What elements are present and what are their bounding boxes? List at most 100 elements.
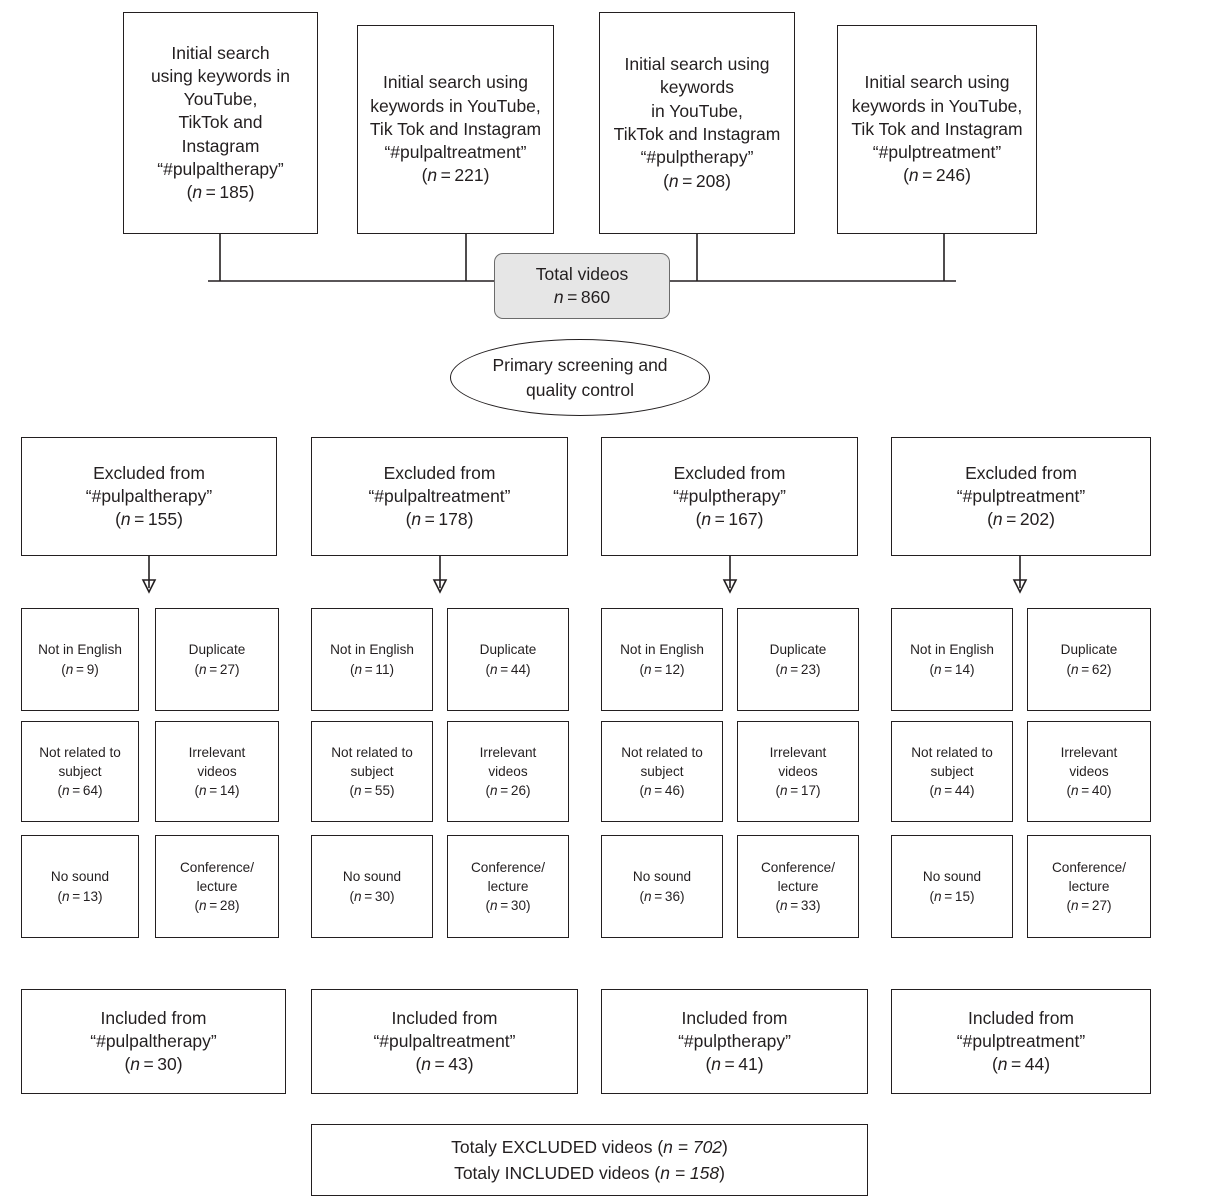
summary-included-suffix: ) (719, 1163, 725, 1183)
included-count: (n = 41) (705, 1054, 764, 1075)
reason-cell: Conference/ lecture (n = 27) (1027, 835, 1151, 938)
source-line: TikTok and (178, 112, 263, 133)
reason-line-1: Irrelevant (769, 744, 827, 760)
reason-line-1: Not in English (620, 642, 704, 658)
reason-line-2: videos (1069, 763, 1109, 779)
reason-cell: Conference/ lecture (n = 28) (155, 835, 279, 938)
reason-cell: Conference/ lecture (n = 33) (737, 835, 859, 938)
source-line: Initial search using (383, 72, 528, 93)
reason-cell: No sound (n = 15) (891, 835, 1013, 938)
reason-count: (n = 40) (1066, 783, 1112, 799)
reason-line-2: subject (350, 763, 394, 779)
reason-line-1: Conference/ (1051, 859, 1127, 875)
reason-line-2: videos (197, 763, 237, 779)
source-line: keywords in YouTube, (370, 95, 541, 116)
excluded-box-pulpaltherapy: Excluded from “#pulpaltherapy” (n = 155) (21, 437, 277, 556)
reason-line-1: Irrelevant (479, 744, 537, 760)
included-count: (n = 30) (124, 1054, 183, 1075)
reason-line-2: subject (58, 763, 102, 779)
reason-line-1: No sound (50, 869, 110, 885)
reason-count: (n = 11) (349, 661, 395, 677)
source-count: (n = 185) (186, 182, 255, 203)
excluded-hashtag: “#pulptherapy” (673, 485, 786, 506)
reason-cell: Not in English (n = 14) (891, 608, 1013, 711)
reason-cell: Irrelevant videos (n = 40) (1027, 721, 1151, 822)
included-title: Included from (391, 1007, 498, 1028)
reason-line-1: Duplicate (188, 642, 246, 658)
reason-line-1: Duplicate (769, 642, 827, 658)
excluded-count: (n = 155) (115, 509, 183, 530)
reason-line-2: lecture (777, 878, 819, 894)
reason-line-1: Not related to (621, 744, 703, 760)
excluded-title: Excluded from (383, 462, 496, 483)
reason-count: (n = 27) (194, 661, 240, 677)
source-count: (n = 208) (663, 170, 731, 191)
excluded-box-pulpaltreatment: Excluded from “#pulpaltreatment” (n = 17… (311, 437, 568, 556)
reason-count: (n = 14) (929, 661, 975, 677)
reason-count: (n = 23) (775, 661, 821, 677)
source-count: (n = 221) (421, 165, 490, 186)
reason-line-1: Conference/ (179, 859, 255, 875)
excluded-title: Excluded from (673, 462, 786, 483)
source-line: Initial search using (624, 54, 770, 75)
reason-cell: No sound (n = 36) (601, 835, 723, 938)
excluded-hashtag: “#pulpaltherapy” (85, 485, 213, 506)
total-videos-count: n = 860 (553, 287, 611, 307)
reason-line-1: No sound (342, 869, 402, 885)
reason-count: (n = 17) (775, 783, 821, 799)
included-title: Included from (100, 1007, 207, 1028)
included-box-pulptreatment: Included from “#pulptreatment” (n = 44) (891, 989, 1151, 1094)
reason-cell: No sound (n = 30) (311, 835, 433, 938)
excluded-hashtag: “#pulpaltreatment” (368, 485, 511, 506)
reason-line-1: Not related to (39, 744, 121, 760)
summary-included-line: Totaly INCLUDED videos (n = 158) (316, 1160, 863, 1186)
summary-excluded-suffix: ) (722, 1136, 728, 1157)
source-box-pulpaltreatment: Initial search using keywords in YouTube… (357, 25, 554, 234)
excluded-title: Excluded from (93, 462, 205, 483)
included-count: (n = 44) (991, 1054, 1051, 1075)
reason-cell: Irrelevant videos (n = 14) (155, 721, 279, 822)
reason-count: (n = 14) (194, 783, 240, 799)
included-hashtag: “#pulptherapy” (678, 1030, 791, 1051)
included-title: Included from (967, 1007, 1075, 1028)
reason-cell: Conference/ lecture (n = 30) (447, 835, 569, 938)
reason-line-2: lecture (487, 878, 529, 894)
reason-cell: Not in English (n = 12) (601, 608, 723, 711)
reason-cell: Not related to subject (n = 55) (311, 721, 433, 822)
reason-cell: Not related to subject (n = 64) (21, 721, 139, 822)
reason-count: (n = 64) (57, 783, 103, 799)
summary-excluded-line: Totaly EXCLUDED videos (n = 702) (316, 1134, 863, 1160)
source-line: in YouTube, (651, 100, 743, 121)
excluded-count: (n = 178) (405, 509, 474, 530)
reason-line-2: subject (640, 763, 684, 779)
reason-cell: Irrelevant videos (n = 17) (737, 721, 859, 822)
reason-line-1: Conference/ (470, 859, 546, 875)
summary-included-prefix: Totaly INCLUDED videos ( (454, 1163, 661, 1183)
summary-totals-box: Totaly EXCLUDED videos (n = 702) Totaly … (311, 1124, 868, 1196)
excluded-count: (n = 202) (987, 509, 1055, 530)
included-box-pulptherapy: Included from “#pulptherapy” (n = 41) (601, 989, 868, 1094)
reason-cell: Duplicate (n = 27) (155, 608, 279, 711)
reason-line-2: videos (778, 763, 818, 779)
source-line: keywords in YouTube, (851, 95, 1023, 116)
source-hashtag: “#pulpaltherapy” (157, 158, 284, 179)
summary-included-value: n = 158 (660, 1163, 720, 1183)
reason-count: (n = 30) (349, 888, 395, 904)
reason-count: (n = 44) (929, 783, 975, 799)
excluded-count: (n = 167) (695, 509, 764, 530)
reason-cell: Not in English (n = 9) (21, 608, 139, 711)
reason-count: (n = 12) (639, 661, 685, 677)
reason-cell: Duplicate (n = 44) (447, 608, 569, 711)
reason-count: (n = 9) (61, 661, 99, 677)
included-hashtag: “#pulpaltherapy” (90, 1030, 217, 1051)
source-line: keywords (660, 77, 734, 98)
included-box-pulpaltreatment: Included from “#pulpaltreatment” (n = 43… (311, 989, 578, 1094)
source-hashtag: “#pulptreatment” (872, 142, 1002, 163)
total-videos-label: Total videos (535, 263, 629, 284)
reason-line-1: Duplicate (479, 642, 537, 658)
source-line: Initial search (171, 42, 270, 63)
included-hashtag: “#pulptreatment” (956, 1030, 1086, 1051)
source-box-pulptreatment: Initial search using keywords in YouTube… (837, 25, 1037, 234)
reason-cell: Not related to subject (n = 44) (891, 721, 1013, 822)
